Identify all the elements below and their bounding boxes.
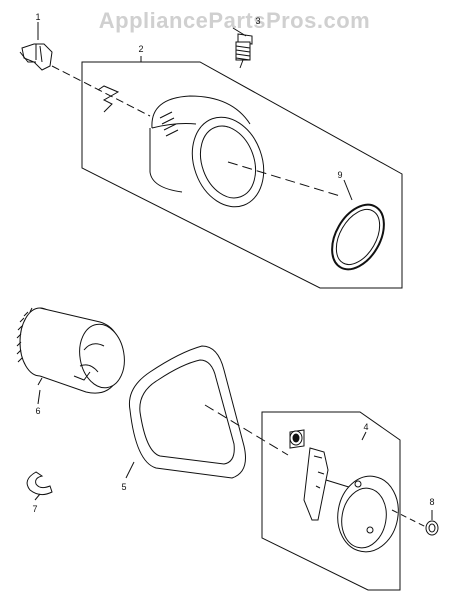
part-6-gear-drum xyxy=(16,307,125,394)
part-7-e-clip xyxy=(26,471,53,501)
part-8-nut xyxy=(425,510,439,536)
spring-clip xyxy=(97,85,120,113)
bushing xyxy=(289,429,305,449)
callout-2: 2 xyxy=(138,44,143,54)
callout-9: 9 xyxy=(337,170,342,180)
callouts: 1 2 3 9 6 5 7 4 8 xyxy=(32,12,434,514)
callout-6: 6 xyxy=(35,406,40,416)
part-3-screw xyxy=(232,27,253,69)
callout-8: 8 xyxy=(429,497,434,507)
callout-3: 3 xyxy=(255,16,260,26)
part-1-clip xyxy=(19,43,151,117)
bracket-arm xyxy=(303,447,353,521)
callout-5: 5 xyxy=(121,482,126,492)
callout-7: 7 xyxy=(32,504,37,514)
lower-assembly-panel xyxy=(261,411,401,591)
motor-pulley-disc xyxy=(337,475,429,553)
callout-4: 4 xyxy=(363,422,368,432)
callout-1: 1 xyxy=(35,12,40,22)
part-5-belt xyxy=(125,345,289,479)
part-9-disc xyxy=(331,179,385,271)
drum-housing xyxy=(149,95,341,208)
upper-assembly-panel xyxy=(81,61,403,289)
